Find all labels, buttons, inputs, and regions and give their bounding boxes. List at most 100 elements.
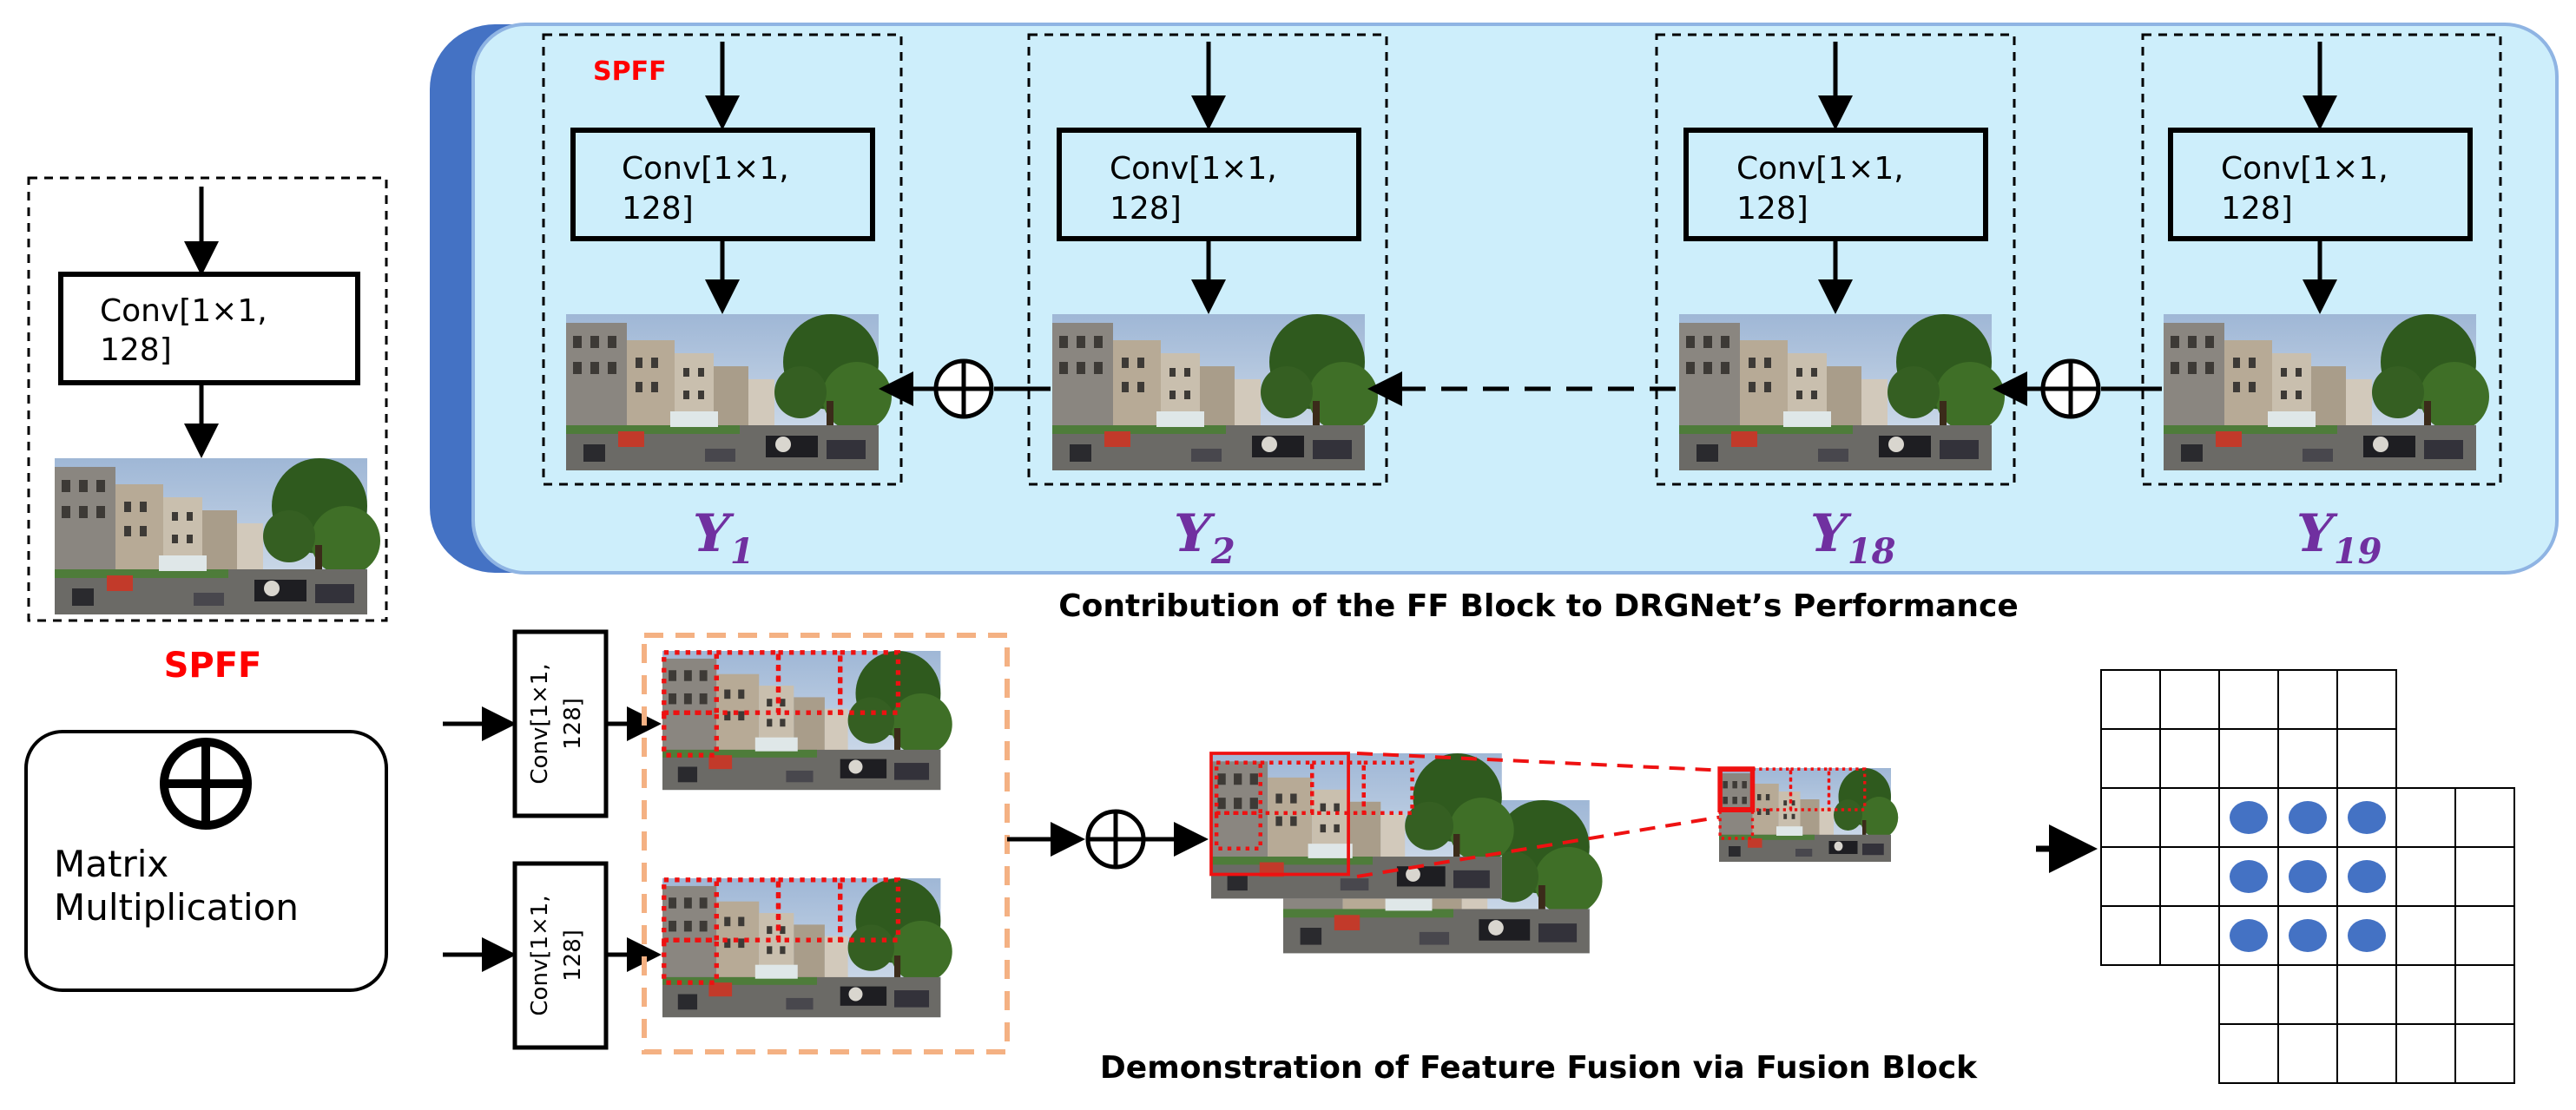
pixel-grid — [2100, 669, 2515, 1084]
conv-box-top — [512, 629, 609, 818]
bottom-panel-caption: Demonstration of Feature Fusion via Fusi… — [1100, 1050, 1978, 1086]
conv-label-line2: 128] — [1736, 191, 1808, 227]
conv-box-bottom — [512, 861, 609, 1050]
grid-node — [2230, 860, 2268, 893]
legend-frame — [24, 730, 388, 992]
street-feature-image — [2164, 314, 2489, 470]
zoom-line-bottom — [1356, 814, 1729, 878]
grid-cell — [2395, 964, 2456, 1025]
grid-cell — [2159, 669, 2220, 730]
fusion-operator-icon — [936, 361, 992, 417]
street-feature-image — [1052, 314, 1378, 470]
conv-label-line1: Conv[1×1, — [1736, 151, 1904, 187]
grid-cell — [2100, 728, 2161, 789]
conv-label-line2: 128] — [2221, 191, 2293, 227]
conv-box — [1057, 128, 1361, 241]
grid-node — [2289, 860, 2327, 893]
grid-cell — [2159, 728, 2220, 789]
grid-cell — [2454, 787, 2515, 848]
bottom-panel: Conv[1×1, 128] Conv[1×1, 128] — [443, 629, 2515, 1086]
grid-cell — [2100, 905, 2161, 966]
fused-map-front — [1209, 752, 1514, 899]
grid-cell — [2159, 905, 2220, 966]
block-y19: Conv[1×1, 128] Y19 — [2141, 33, 2502, 572]
grid-cell — [2336, 669, 2397, 730]
legend-label-line2: Multiplication — [54, 886, 299, 929]
street-feature-image — [55, 458, 380, 614]
grid-cell — [2454, 905, 2515, 966]
spff-caption: SPFF — [164, 646, 262, 686]
grid-node — [2289, 801, 2327, 834]
street-feature-image — [1679, 314, 2005, 470]
grid-cell — [2395, 905, 2456, 966]
block-frame — [2141, 33, 2502, 486]
panel-background — [471, 23, 2559, 575]
conv-label-line1: Conv[1×1, — [622, 151, 789, 187]
block-frame — [1027, 33, 1388, 486]
conv-label-top-line2: 128] — [560, 698, 586, 750]
standalone-spff-block: Conv[1×1, 128] SPFF — [27, 176, 388, 686]
grid-cell — [2454, 846, 2515, 907]
grid-node — [2230, 801, 2268, 834]
conv-label-line2: 128] — [100, 332, 172, 368]
conv-label-line1: Conv[1×1, — [100, 293, 267, 329]
grid-node — [2348, 860, 2386, 893]
fusion-operator-icon — [2043, 361, 2098, 417]
street-feature-image — [566, 314, 892, 470]
feature-map-top — [662, 651, 952, 791]
grid-cell — [2159, 846, 2220, 907]
spff-tag: SPFF — [593, 56, 667, 87]
grid-node — [2348, 801, 2386, 834]
top-panel-caption: Contribution of the FF Block to DRGNet’s… — [1058, 588, 2019, 624]
conv-label-line1: Conv[1×1, — [2221, 151, 2388, 187]
conv-box — [58, 272, 360, 385]
grid-cell — [2395, 787, 2456, 848]
block-frame — [1655, 33, 2016, 486]
grid-cell — [2159, 787, 2220, 848]
grid-cell — [2454, 964, 2515, 1025]
grid-cell — [2336, 964, 2397, 1025]
grid-cell — [2336, 1023, 2397, 1084]
block-frame — [542, 33, 903, 486]
grid-cell — [2277, 669, 2338, 730]
zoom-line-top — [1356, 752, 1729, 772]
grid-cell — [2218, 669, 2279, 730]
output-y19: Y19 — [2296, 503, 2382, 572]
grid-cell — [2277, 1023, 2338, 1084]
feature-map-bottom — [662, 878, 952, 1018]
feature-pair-frame — [642, 633, 1010, 1054]
grid-cell — [2100, 669, 2161, 730]
grid-cell — [2277, 964, 2338, 1025]
grid-cell — [2277, 728, 2338, 789]
grid-cell — [2395, 846, 2456, 907]
conv-label-bottom-line1: Conv[1×1, — [527, 895, 553, 1015]
block-y1: SPFF Conv[1×1, 128] Y1 — [542, 33, 903, 572]
grid-node — [2230, 919, 2268, 952]
legend-box: Matrix Multiplication — [24, 730, 388, 992]
conv-label-top-line1: Conv[1×1, — [527, 663, 553, 784]
grid-cell — [2100, 846, 2161, 907]
grid-cell — [2100, 787, 2161, 848]
grid-node — [2289, 919, 2327, 952]
grid-cell — [2218, 1023, 2279, 1084]
grid-cell — [2336, 728, 2397, 789]
block-y2: Conv[1×1, 128] Y2 — [1027, 33, 1388, 572]
zoomed-feature-map — [1717, 766, 1899, 862]
legend-label-line1: Matrix — [54, 843, 168, 885]
output-y1: Y1 — [693, 503, 754, 572]
grid-cell — [2218, 964, 2279, 1025]
grid-cell — [2395, 1023, 2456, 1084]
output-y18: Y18 — [1810, 503, 1896, 572]
output-y2: Y2 — [1174, 503, 1235, 572]
zoom-window — [1209, 752, 1350, 877]
grid-node — [2348, 919, 2386, 952]
block-y18: Conv[1×1, 128] Y18 — [1655, 33, 2016, 572]
grid-cell — [2218, 728, 2279, 789]
conv-label-line2: 128] — [622, 191, 694, 227]
conv-label-line1: Conv[1×1, — [1110, 151, 1277, 187]
top-panel: SPFF Conv[1×1, 128] Y1 Conv[1×1, 128] Y2… — [430, 23, 2559, 624]
conv-label-line2: 128] — [1110, 191, 1182, 227]
fusion-operator-icon — [1088, 811, 1143, 867]
conv-label-bottom-line2: 128] — [560, 929, 586, 982]
